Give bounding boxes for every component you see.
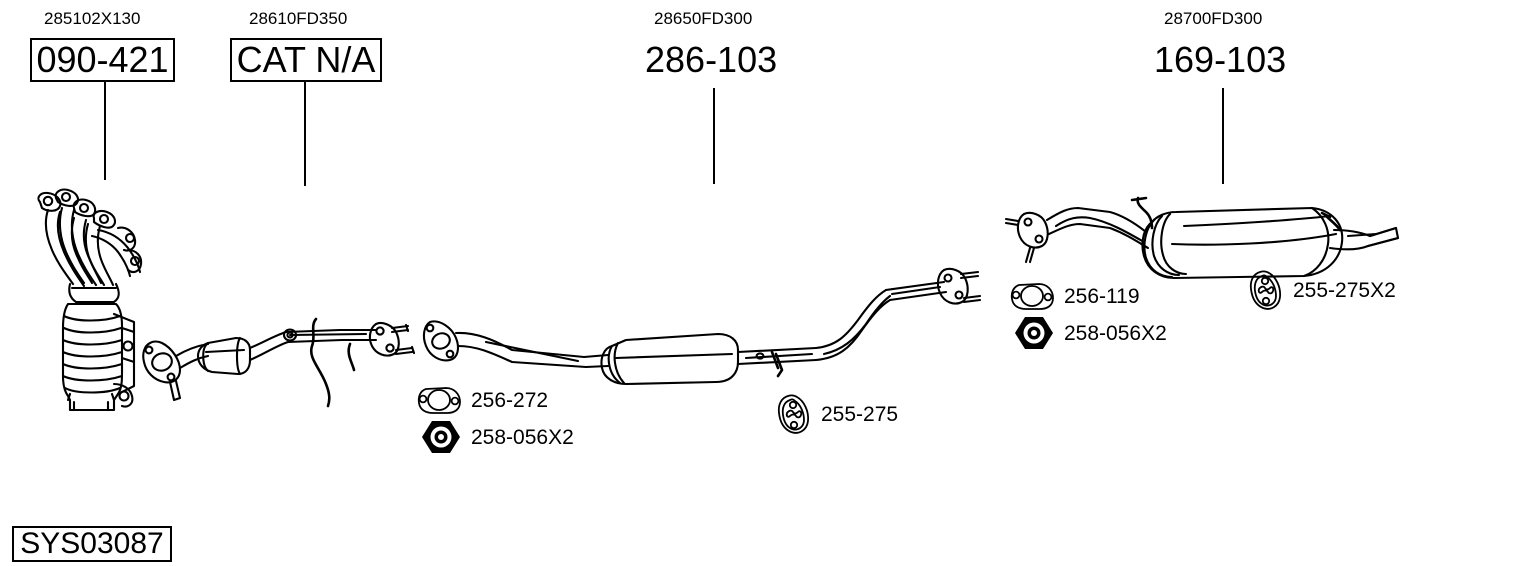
part-sku-2: 28650FD300 — [654, 9, 753, 28]
hardware-item-4: 258-056X2 — [1013, 315, 1167, 351]
part-code-1: CAT N/A — [236, 39, 376, 80]
hanger-icon — [777, 394, 810, 434]
hardware-item-3: 256-119 — [1009, 280, 1140, 312]
exhaust-manifold-artwork — [37, 188, 143, 412]
hardware-label-1: 258-056X2 — [471, 425, 574, 449]
hardware-label-2: 255-275 — [821, 402, 899, 426]
nut-icon — [422, 421, 460, 453]
hardware-item-5: 255-275X2 — [1248, 270, 1396, 310]
part-code-3: 169-103 — [1154, 39, 1287, 80]
leader-line-1 — [304, 82, 306, 186]
part-sku-3: 28700FD300 — [1164, 9, 1263, 28]
hardware-label-0: 256-272 — [471, 388, 549, 412]
gasket-icon — [417, 387, 461, 414]
hardware-item-0: 256-272 — [416, 384, 548, 416]
leader-line-2 — [713, 88, 715, 184]
system-id-box: SYS03087 — [12, 526, 172, 562]
hardware-item-1: 258-056X2 — [420, 419, 574, 455]
hanger-icon — [1249, 270, 1282, 310]
nut-icon — [1015, 317, 1053, 349]
centre-pipe-artwork — [422, 267, 982, 386]
hardware-label-4: 258-056X2 — [1064, 321, 1167, 345]
part-code-2: 286-103 — [645, 39, 778, 80]
leader-line-0 — [104, 82, 106, 180]
part-code-0: 090-421 — [36, 39, 169, 80]
part-sku-0: 285102X130 — [44, 9, 141, 28]
hardware-item-2: 255-275 — [776, 394, 898, 434]
part-code-box-1: CAT N/A — [230, 38, 382, 82]
part-sku-1: 28610FD350 — [249, 9, 348, 28]
gasket-icon — [1010, 283, 1054, 310]
system-id-label: SYS03087 — [20, 527, 164, 560]
part-code-box-0: 090-421 — [30, 38, 175, 82]
rear-silencer-artwork — [1004, 196, 1400, 280]
front-pipe-artwork — [142, 317, 416, 408]
hardware-label-3: 256-119 — [1064, 284, 1140, 308]
hardware-label-5: 255-275X2 — [1293, 278, 1396, 302]
leader-line-3 — [1222, 88, 1224, 184]
